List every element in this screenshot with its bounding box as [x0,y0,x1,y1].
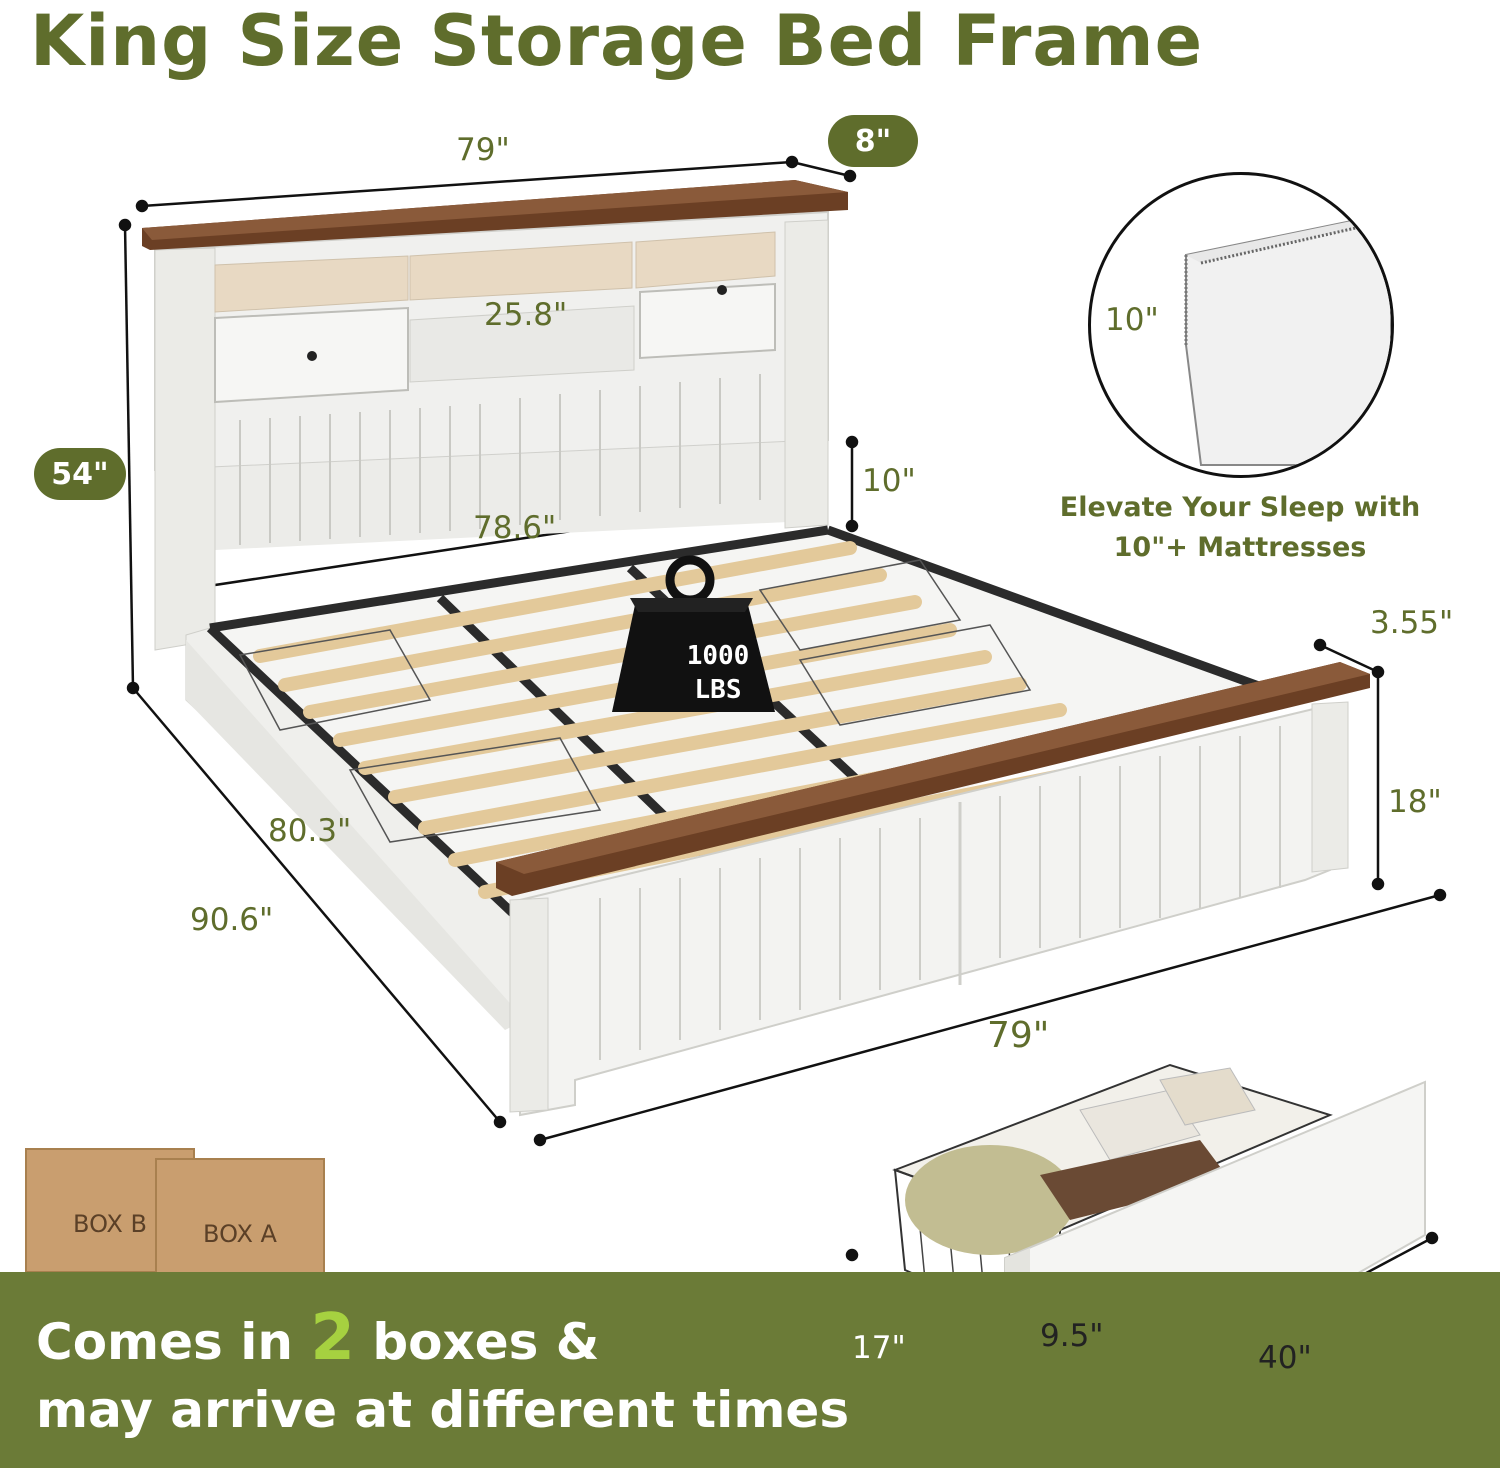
footboard [496,662,1370,1117]
shipping-banner [0,1272,1500,1468]
weight-label-top: 1000 [687,641,750,671]
banner-box-count: 2 [310,1301,355,1375]
weight-icon [612,555,775,712]
mattress-caption-line1: Elevate Your Sleep with [1059,492,1421,523]
dimension-clearance: 10" [862,463,916,499]
banner-line-2: may arrive at different times [36,1381,850,1439]
dimension-footboard-height: 18" [1388,784,1442,820]
dimension-inner-width: 78.6" [473,510,557,546]
mattress-caption-line2: 10"+ Mattresses [1113,532,1367,563]
dimension-headboard-depth-badge: 8" [828,115,918,167]
shipping-banner-text: Comes in 2 boxes & may arrive at differe… [36,1304,849,1444]
page-title: King Size Storage Bed Frame [30,0,1204,82]
headboard [142,180,848,651]
dimension-inner-length: 80.3" [268,813,352,849]
box-a-label: BOX A [203,1220,277,1248]
dimension-footboard-top: 3.55" [1370,605,1454,641]
banner-line-1: Comes in 2 boxes & [36,1304,849,1376]
dimension-headboard-width: 79" [456,132,510,168]
dimension-footboard-width: 79" [987,1015,1050,1056]
mattress-caption: Elevate Your Sleep with 10"+ Mattresses [1040,488,1440,568]
banner-line1-pre: Comes in [36,1313,311,1371]
dimension-mattress-height: 10" [1105,302,1159,338]
package-box-a: BOX A [155,1158,325,1283]
dimension-drawer-length: 40" [1258,1340,1312,1376]
dimension-shelf-width: 25.8" [484,297,568,333]
dimension-drawer-height: 17" [852,1330,906,1366]
mattress-icon [1184,213,1391,466]
dimension-drawer-front-height: 9.5" [1040,1318,1104,1354]
weight-label-bottom: LBS [695,675,742,705]
dimension-total-length: 90.6" [190,902,274,938]
dimension-total-height-badge: 54" [34,448,126,500]
mattress-detail [1088,172,1394,478]
box-b-label: BOX B [73,1210,147,1238]
banner-line1-post: boxes & [354,1313,600,1371]
